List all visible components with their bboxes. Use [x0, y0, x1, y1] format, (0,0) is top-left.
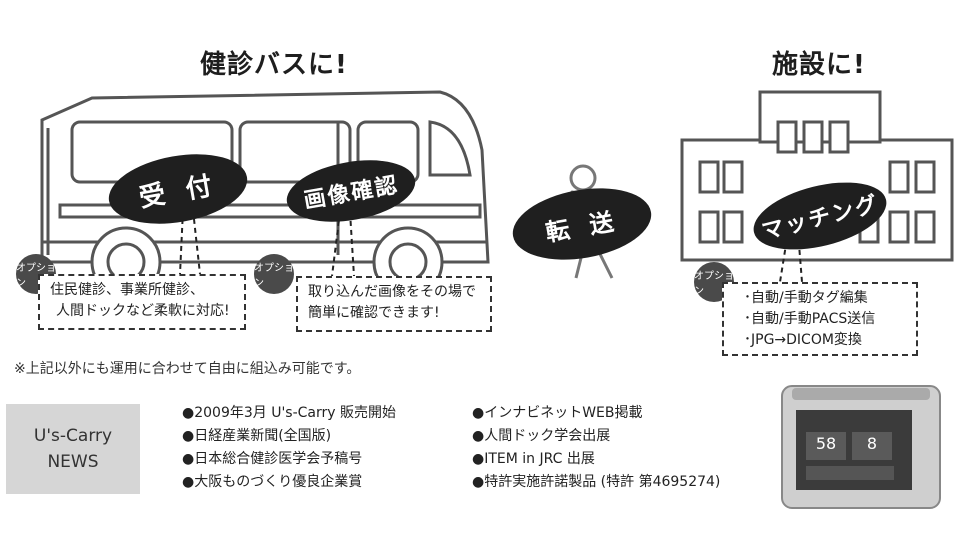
news-label-line2: NEWS [47, 452, 99, 472]
option-line: 簡単に確認できます! [308, 305, 440, 321]
news-label: U's-Carry NEWS [6, 404, 140, 494]
option-box-image-check: 取り込んだ画像をその場で 簡単に確認できます! [296, 276, 492, 332]
news-item: ●日本総合健診医学会予稿号 [182, 451, 363, 467]
option-badge-2: オプション [254, 254, 294, 294]
news-list-right: ●インナビネットWEB掲載 ●人間ドック学会出展 ●ITEM in JRC 出展… [472, 402, 720, 494]
news-item: ●日経産業新聞(全国版) [182, 428, 332, 444]
news-item: ●大阪ものづくり優良企業賞 [182, 474, 363, 490]
option-line: 取り込んだ画像をその場で [308, 284, 476, 300]
bus-heading: 健診バスに! [200, 50, 348, 80]
option-line: 人間ドックなど柔軟に対応! [56, 303, 230, 319]
option-line: ･自動/手動PACS送信 [744, 311, 876, 327]
integration-note: ※上記以外にも運用に合わせて自由に組込み可能です。 [14, 361, 361, 377]
device-illustration [781, 385, 941, 509]
news-item: ●人間ドック学会出展 [472, 428, 611, 444]
option-line: ･JPG→DICOM変換 [744, 332, 862, 348]
option-box-reception: 住民健診、事業所健診、 人間ドックなど柔軟に対応! [38, 274, 246, 330]
news-item: ●インナビネットWEB掲載 [472, 405, 643, 421]
news-item: ●特許実施許諾製品 (特許 第4695274) [472, 474, 721, 490]
news-item: ●ITEM in JRC 出展 [472, 451, 595, 467]
news-list-left: ●2009年3月 U's-Carry 販売開始 ●日経産業新聞(全国版) ●日本… [182, 402, 396, 494]
news-item: ●2009年3月 U's-Carry 販売開始 [182, 405, 396, 421]
option-line: ･自動/手動タグ編集 [744, 290, 868, 306]
option-line: 住民健診、事業所健診、 [50, 282, 204, 298]
device-right-value: 8 [866, 434, 878, 453]
device-left-value: 58 [815, 434, 837, 453]
option-box-matching: ･自動/手動タグ編集 ･自動/手動PACS送信 ･JPG→DICOM変換 [722, 282, 918, 356]
news-label-line1: U's-Carry [33, 426, 113, 446]
facility-heading: 施設に! [772, 50, 866, 80]
